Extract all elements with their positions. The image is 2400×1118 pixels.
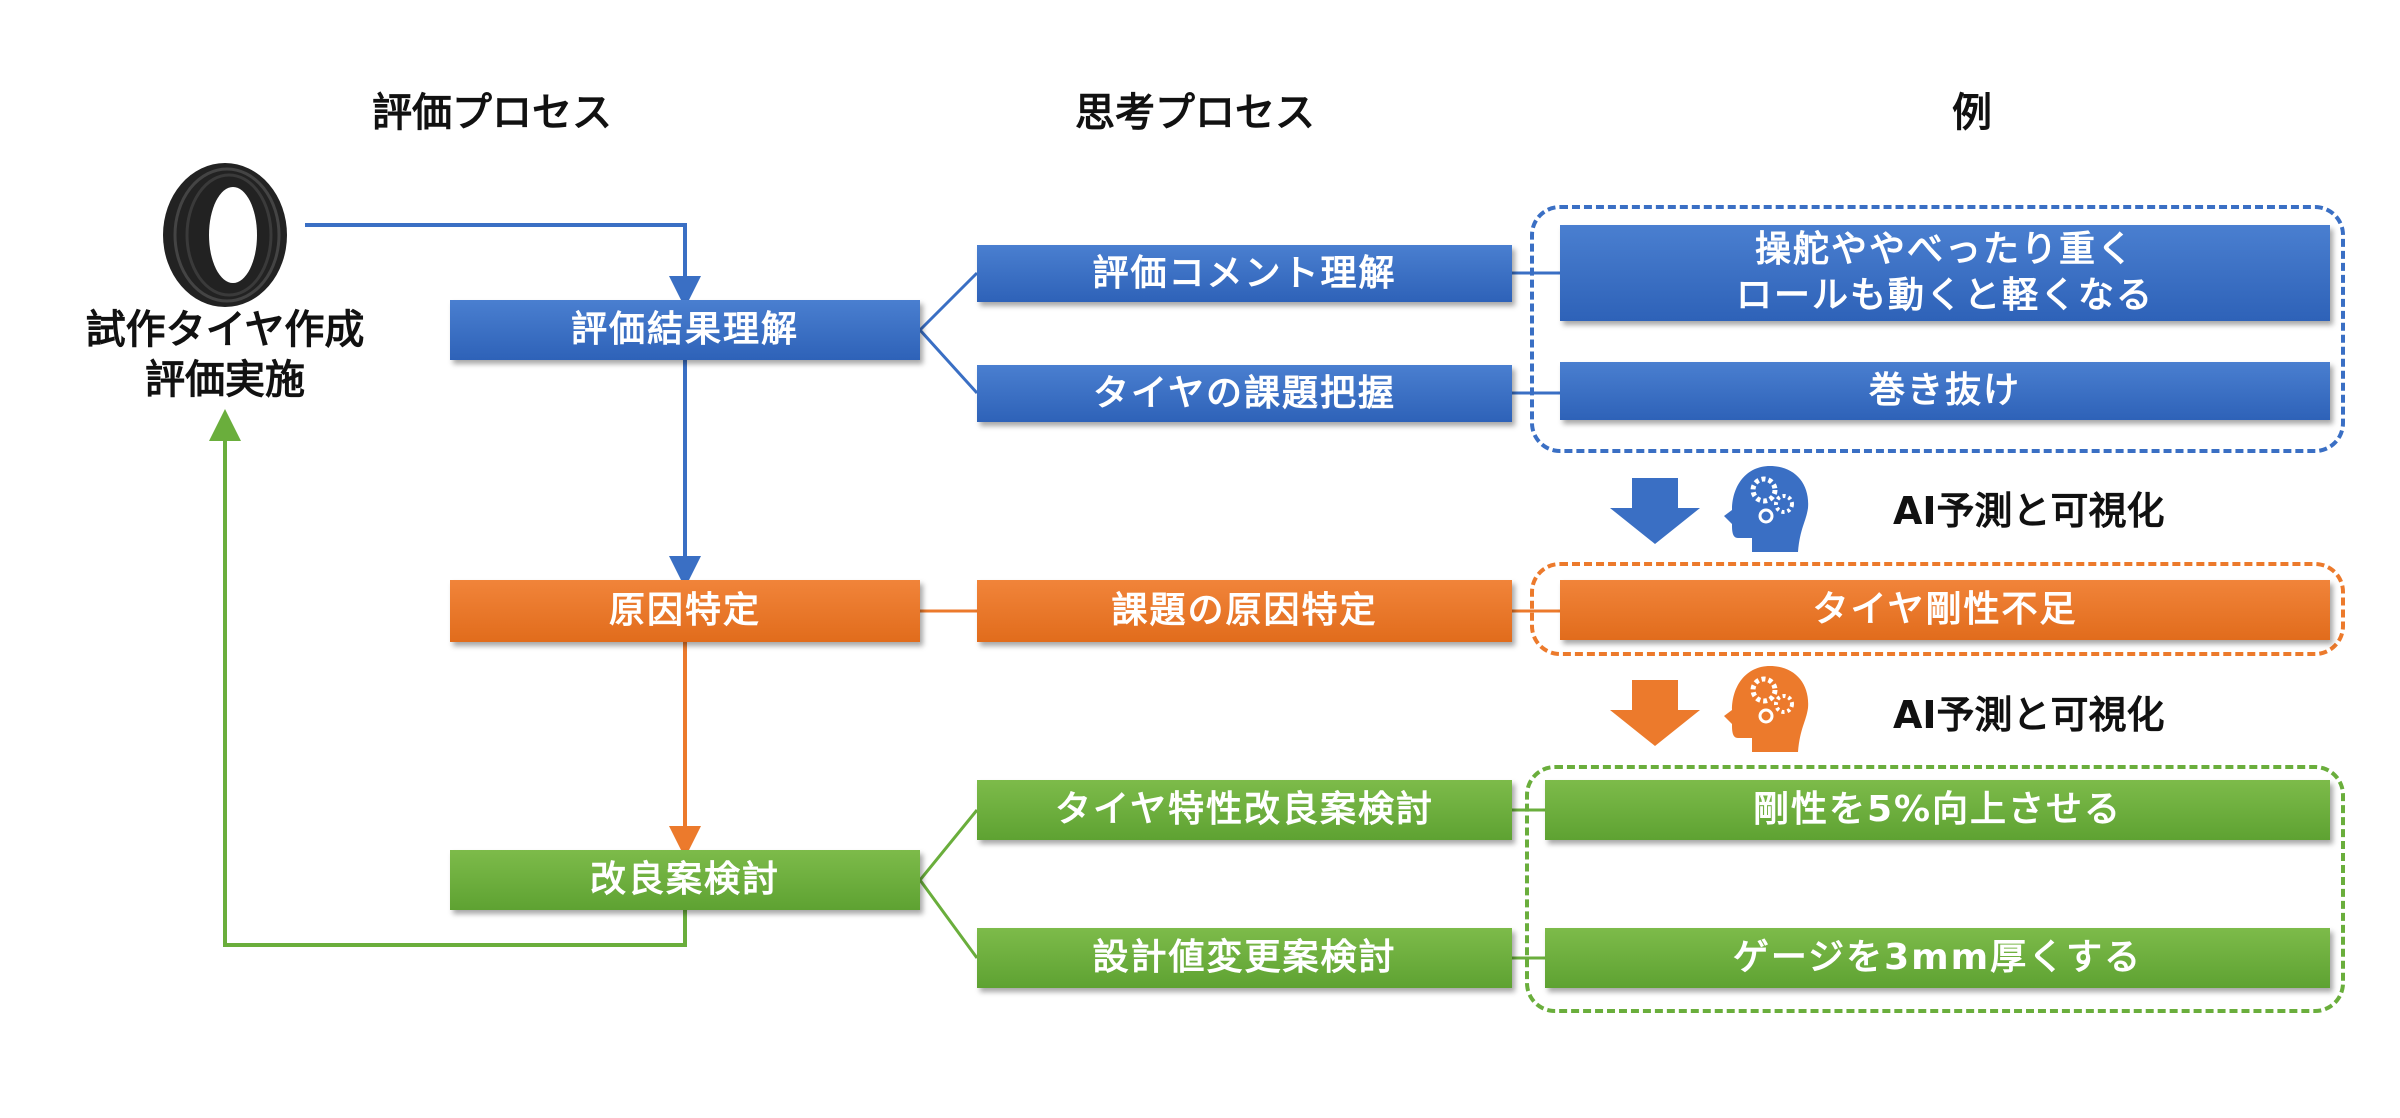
thinking-tire-issue: タイヤの課題把握 [977,365,1512,422]
start-node-label: 試作タイヤ作成 評価実施 [85,307,365,403]
header-thinking-process: 思考プロセス [1075,90,1315,136]
example-steering-comment: 操舵ややべったり重く ロールも動くと軽くなる [1560,225,2330,321]
ai-head-gears-icon [1724,666,1809,752]
ai-head-gears-icon [1724,466,1809,552]
thinking-design-value-change: 設計値変更案検討 [977,928,1512,988]
ai-step-label-2: AI予測と可視化 [1893,693,2165,737]
header-example: 例 [1952,90,1992,136]
down-arrow-icon [1610,680,1700,746]
examples-group-cause [1530,562,2345,656]
branch-understand [917,271,979,395]
tire-icon [163,163,287,307]
examples-group-improve [1525,765,2345,1013]
thinking-tire-property-improvement: タイヤ特性改良案検討 [977,780,1512,840]
ai-step-label-1: AI予測と可視化 [1893,489,2165,533]
arrow-improve-to-tire [209,409,687,947]
thinking-comment-understanding: 評価コメント理解 [977,245,1512,302]
thinking-issue-cause: 課題の原因特定 [977,580,1512,642]
stage-understand: 評価結果理解 [450,300,920,360]
down-arrow-icon [1610,478,1700,544]
branch-improve [918,809,979,959]
stage-cause: 原因特定 [450,580,920,642]
stage-improve: 改良案検討 [450,850,920,910]
example-gauge-thicker: ゲージを3mm厚くする [1545,928,2330,988]
arrow-tire-to-understand [305,223,701,308]
examples-group-understand [1530,205,2345,453]
header-evaluation-process: 評価プロセス [372,90,612,136]
example-cause: タイヤ剛性不足 [1560,580,2330,640]
example-issue: 巻き抜け [1560,362,2330,420]
example-stiffness-increase: 剛性を5%向上させる [1545,780,2330,840]
